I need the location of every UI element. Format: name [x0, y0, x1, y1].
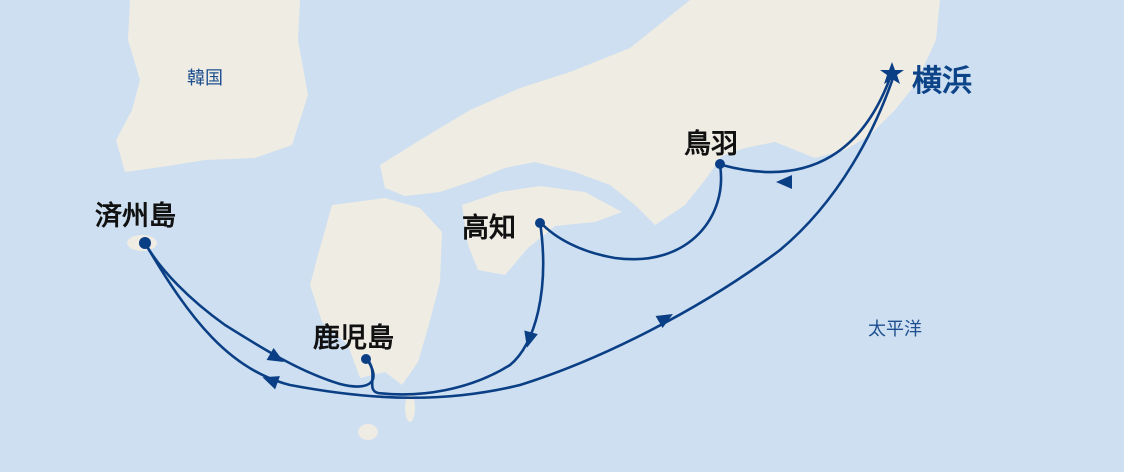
port-dot-kochi	[535, 218, 545, 228]
arrow-icon	[262, 376, 280, 390]
port-markers	[139, 62, 904, 364]
port-dot-toba	[715, 159, 725, 169]
route-jeju-yokohama	[143, 77, 895, 400]
port-label-toba: 鳥羽	[684, 129, 738, 160]
honshu-land	[380, 0, 940, 225]
port-label-kochi: 高知	[462, 213, 516, 244]
port-label-yokohama: 横浜	[912, 64, 972, 99]
port-dot-jeju	[139, 237, 151, 249]
route-toba-kochi	[539, 164, 723, 261]
tanegashima-land	[405, 394, 415, 422]
korea-land	[116, 0, 308, 172]
direction-arrows	[262, 175, 792, 390]
route-kochi-kagoshima	[364, 221, 545, 396]
kyushu-land	[310, 198, 442, 385]
arrow-icon	[524, 330, 538, 348]
arrow-icon	[655, 314, 673, 329]
star-icon	[880, 62, 904, 84]
arrow-icon	[776, 175, 792, 189]
route-yokohama-toba	[721, 77, 892, 174]
yakushima-land	[358, 424, 378, 440]
arrow-icon	[266, 347, 284, 362]
port-label-jeju: 済州島	[95, 201, 176, 232]
region-label-pacific: 太平洋	[868, 319, 922, 340]
region-label-korea: 韓国	[187, 68, 223, 89]
port-label-kagoshima: 鹿児島	[313, 323, 394, 354]
port-dot-kagoshima	[361, 354, 371, 364]
land	[116, 0, 940, 440]
